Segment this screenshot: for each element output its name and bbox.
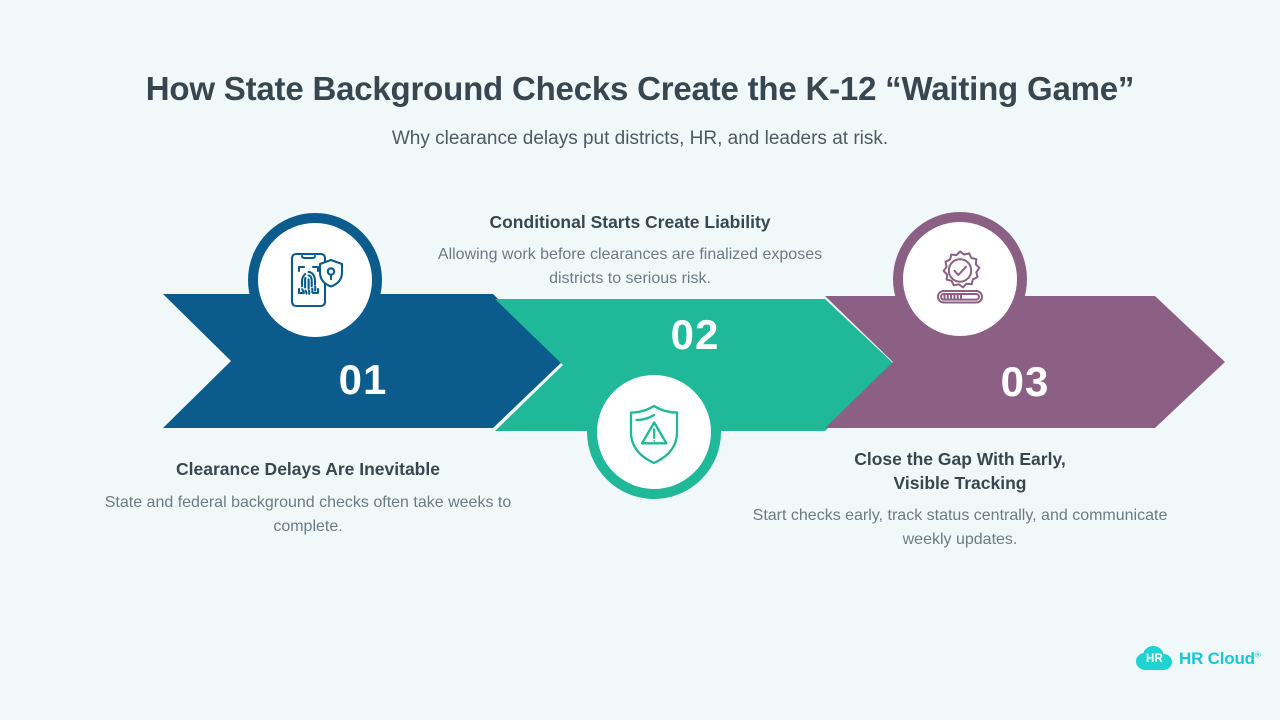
step-1-caption-title: Clearance Delays Are Inevitable xyxy=(176,459,440,479)
step-1-chevron: 01 xyxy=(163,294,563,428)
step-1-icon-badge xyxy=(248,213,382,347)
step-3-chevron: 03 xyxy=(825,296,1225,428)
step-3-number: 03 xyxy=(1000,358,1050,405)
logo-wordmark: HR Cloud® xyxy=(1179,649,1261,669)
logo-name: HR Cloud xyxy=(1179,648,1255,668)
step-1-caption: Clearance Delays Are Inevitable State an… xyxy=(93,458,523,539)
step-1-caption-body: State and federal background checks ofte… xyxy=(104,493,512,535)
step-3-caption-title-line2: Visible Tracking xyxy=(893,472,1027,493)
gear-check-progress-icon xyxy=(924,243,996,315)
page-title: How State Background Checks Create the K… xyxy=(145,70,1135,107)
step-3-caption-title-line1: Close the Gap With Early, xyxy=(854,449,1066,469)
step-2-caption: Conditional Starts Create Liability Allo… xyxy=(420,211,840,291)
step-2-number: 02 xyxy=(670,311,720,358)
step-1-number: 01 xyxy=(338,356,388,403)
cloud-icon: HR xyxy=(1136,646,1172,671)
smartphone-fingerprint-shield-icon xyxy=(279,244,351,316)
logo-registered-mark: ® xyxy=(1254,649,1261,659)
step-2-caption-body: Allowing work before clearances are fina… xyxy=(437,245,823,287)
step-2-icon-badge xyxy=(587,365,721,499)
step-3-icon-badge xyxy=(893,212,1027,346)
logo-mark-text: HR xyxy=(1145,652,1163,665)
page-subtitle: Why clearance delays put districts, HR, … xyxy=(391,128,889,149)
shield-warning-icon xyxy=(620,398,688,466)
step-3-caption-body: Start checks early, track status central… xyxy=(752,507,1168,549)
step-2-caption-title: Conditional Starts Create Liability xyxy=(489,212,771,232)
step-3-caption-title: Close the Gap With Early, Visible Tracki… xyxy=(745,448,1175,495)
hr-cloud-logo[interactable]: HR HR Cloud® xyxy=(1136,646,1261,671)
step-3-caption: Close the Gap With Early, Visible Tracki… xyxy=(745,448,1175,552)
